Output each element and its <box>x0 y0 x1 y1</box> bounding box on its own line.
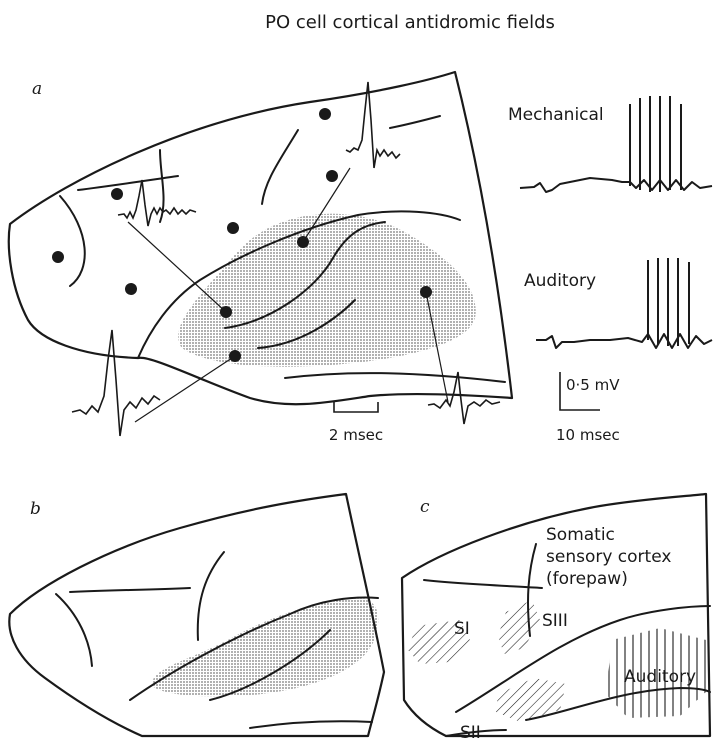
auditory-spikes <box>648 258 689 346</box>
somatic-label-line3: (forepaw) <box>546 569 628 589</box>
auditory-trace-label: Auditory <box>524 271 596 291</box>
mechanical-trace <box>520 178 712 192</box>
recording-site <box>125 283 137 295</box>
scale-bar-10msec-label: 10 msec <box>556 426 620 444</box>
panel-a-letter: a <box>32 79 42 99</box>
panel-b-sulcus-1 <box>56 594 92 666</box>
scale-bar-voltage-label: 0·5 mV <box>566 376 620 394</box>
auditory-trace <box>536 334 712 348</box>
area-si-label: SI <box>454 619 470 639</box>
spike-waveform <box>118 180 196 226</box>
panel-a: a 2 m <box>9 72 712 444</box>
somatic-label-line2: sensory cortex <box>546 547 671 567</box>
lead-line <box>135 356 235 422</box>
figure-title: PO cell cortical antidromic fields <box>265 12 555 33</box>
area-auditory-label: Auditory <box>624 667 696 687</box>
scale-bar-2msec-label: 2 msec <box>329 426 383 444</box>
recording-site <box>52 251 64 263</box>
mechanical-label: Mechanical <box>508 105 604 125</box>
recording-site <box>111 188 123 200</box>
area-sii-hatch <box>496 678 566 722</box>
panel-c-letter: c <box>420 497 430 517</box>
area-sii-label: SII <box>460 723 481 741</box>
mechanical-spikes <box>630 96 681 192</box>
recording-site <box>319 108 331 120</box>
panel-a-sulcus-6 <box>390 116 440 128</box>
panel-c-sulcus-1 <box>424 580 542 588</box>
panel-b: b <box>9 494 384 736</box>
panel-a-sulcus-1 <box>60 196 85 286</box>
scale-bar-2msec <box>334 402 378 412</box>
panel-b-sulcus-6 <box>250 721 372 728</box>
panel-b-sulcus-2 <box>70 588 190 592</box>
recording-site <box>227 222 239 234</box>
panel-b-letter: b <box>30 499 41 519</box>
recording-site <box>326 170 338 182</box>
area-siii-hatch <box>498 600 540 654</box>
panel-b-sulcus-3 <box>198 552 224 640</box>
panel-c: c Somatic sensory cortex (forepaw) SI SI… <box>402 494 710 741</box>
spike-waveform <box>72 330 160 436</box>
panel-a-sulcus-5 <box>262 130 298 204</box>
panel-a-sulcus-9 <box>285 373 505 382</box>
somatic-label-line1: Somatic <box>546 525 615 545</box>
area-siii-label: SIII <box>542 611 568 631</box>
panel-b-antidromic-field <box>152 598 378 696</box>
